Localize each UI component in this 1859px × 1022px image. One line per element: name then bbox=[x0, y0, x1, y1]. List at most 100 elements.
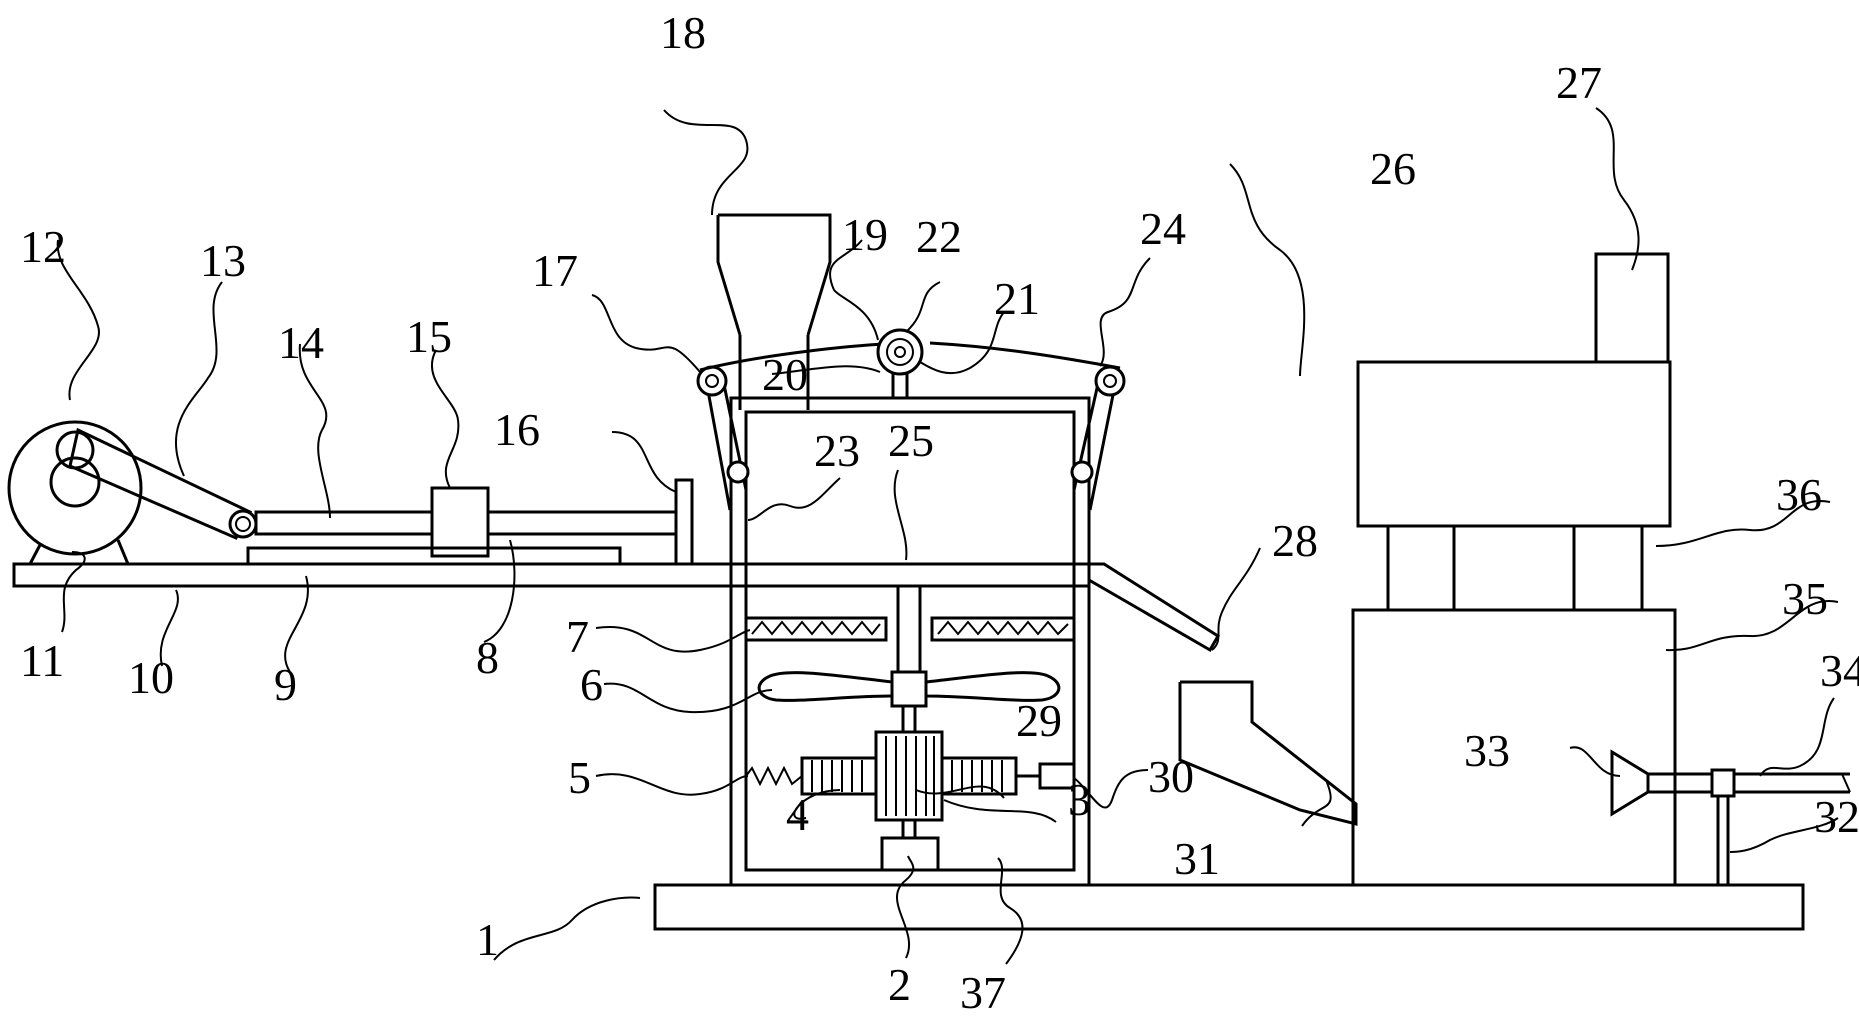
crank-pin bbox=[228, 509, 258, 539]
leader-17 bbox=[591, 294, 701, 373]
part-label-24: 24 bbox=[1140, 203, 1186, 254]
screen-left bbox=[744, 616, 888, 642]
leader-28 bbox=[1211, 547, 1261, 651]
rack-left bbox=[800, 756, 878, 796]
part-label-14: 14 bbox=[278, 317, 324, 368]
leader-27 bbox=[1595, 107, 1640, 271]
part-label-36: 36 bbox=[1776, 469, 1822, 520]
part-label-4: 4 bbox=[786, 789, 809, 840]
leader-32 bbox=[1729, 817, 1839, 853]
right-arm-outer bbox=[1088, 379, 1118, 511]
leader-9 bbox=[284, 575, 309, 673]
pipe-break bbox=[1841, 773, 1851, 793]
fan-blade-left bbox=[757, 671, 894, 702]
part-label-29: 29 bbox=[1016, 695, 1062, 746]
part-label-31: 31 bbox=[1174, 833, 1220, 884]
leader-14 bbox=[298, 343, 331, 519]
leader-10 bbox=[159, 589, 179, 667]
lower-motor bbox=[880, 836, 940, 872]
leader-6 bbox=[603, 682, 773, 714]
part-label-30: 30 bbox=[1148, 751, 1194, 802]
nozzle bbox=[1610, 749, 1650, 817]
left-table bbox=[12, 562, 733, 588]
part-label-18: 18 bbox=[660, 7, 706, 58]
part-label-32: 32 bbox=[1814, 791, 1859, 842]
leader-25 bbox=[893, 469, 908, 561]
leader-11 bbox=[61, 551, 86, 633]
leader-34 bbox=[1759, 697, 1835, 777]
part-label-13: 13 bbox=[200, 235, 246, 286]
belt-right bbox=[929, 341, 1121, 370]
leader-29 bbox=[915, 785, 1005, 799]
part-label-2: 2 bbox=[888, 959, 911, 1010]
leader-23 bbox=[747, 477, 841, 521]
leader-5 bbox=[595, 773, 749, 796]
hopper-right bbox=[718, 213, 832, 336]
part-label-28: 28 bbox=[1272, 515, 1318, 566]
leader-3 bbox=[943, 799, 1057, 823]
part-label-8: 8 bbox=[476, 632, 499, 683]
motor-axle bbox=[49, 456, 101, 508]
partition-plate bbox=[729, 562, 1091, 588]
part-label-16: 16 bbox=[494, 404, 540, 455]
belt-reel-core bbox=[894, 346, 906, 358]
belt-reel-mid bbox=[886, 338, 914, 366]
motor-leg-right bbox=[116, 539, 130, 565]
left-arm-outer bbox=[704, 379, 732, 511]
leader-22 bbox=[905, 281, 941, 333]
slider-block bbox=[430, 486, 490, 558]
part-label-7: 7 bbox=[566, 611, 589, 662]
leader-30 bbox=[1073, 769, 1149, 809]
part-label-3: 3 bbox=[1068, 774, 1091, 825]
part-label-22: 22 bbox=[916, 211, 962, 262]
motor-leg-left bbox=[28, 544, 42, 565]
part-label-5: 5 bbox=[568, 752, 591, 803]
belt-reel bbox=[876, 328, 924, 376]
leader-2 bbox=[896, 855, 915, 959]
leader-1 bbox=[493, 896, 641, 961]
base-plate bbox=[653, 883, 1805, 931]
rail-plate bbox=[246, 546, 622, 566]
left-pulley bbox=[696, 365, 728, 397]
part-label-34: 34 bbox=[1820, 645, 1859, 696]
part-label-12: 12 bbox=[20, 221, 66, 272]
part-label-17: 17 bbox=[532, 245, 578, 296]
leader-37 bbox=[997, 857, 1024, 965]
hopper-left bbox=[716, 215, 742, 336]
leader-24 bbox=[1099, 257, 1151, 367]
leader-8 bbox=[483, 539, 516, 643]
crank-link bbox=[68, 427, 253, 540]
leader-36 bbox=[1655, 499, 1831, 547]
leader-31 bbox=[1301, 779, 1332, 827]
screen-left-mesh bbox=[751, 620, 881, 636]
motor-wheel bbox=[7, 420, 143, 556]
part-label-1: 1 bbox=[476, 914, 499, 965]
part-label-25: 25 bbox=[888, 415, 934, 466]
upper-housing bbox=[1356, 360, 1672, 528]
leader-35 bbox=[1665, 600, 1839, 652]
leader-4 bbox=[793, 789, 841, 820]
leader-21 bbox=[919, 311, 1005, 374]
feed-inlet bbox=[1178, 680, 1358, 826]
right-pulley-center bbox=[1103, 374, 1117, 388]
screen-right bbox=[930, 616, 1076, 642]
part-label-10: 10 bbox=[128, 652, 174, 703]
crank-pin-inner bbox=[235, 516, 251, 532]
lower-housing bbox=[1351, 608, 1677, 887]
part-label-19: 19 bbox=[842, 209, 888, 260]
right-hinge bbox=[1070, 460, 1094, 484]
leader-15 bbox=[430, 349, 460, 489]
pipe-valve bbox=[1710, 768, 1736, 798]
leader-33 bbox=[1569, 746, 1621, 777]
screen-right-mesh bbox=[937, 620, 1069, 636]
part-label-27: 27 bbox=[1556, 57, 1602, 108]
fan-blade-right bbox=[924, 671, 1061, 702]
part-label-9: 9 bbox=[274, 659, 297, 710]
leader-7 bbox=[595, 625, 751, 653]
part-label-15: 15 bbox=[406, 311, 452, 362]
part-label-33: 33 bbox=[1464, 725, 1510, 776]
leader-12 bbox=[56, 239, 101, 401]
top-motor bbox=[1594, 252, 1670, 364]
